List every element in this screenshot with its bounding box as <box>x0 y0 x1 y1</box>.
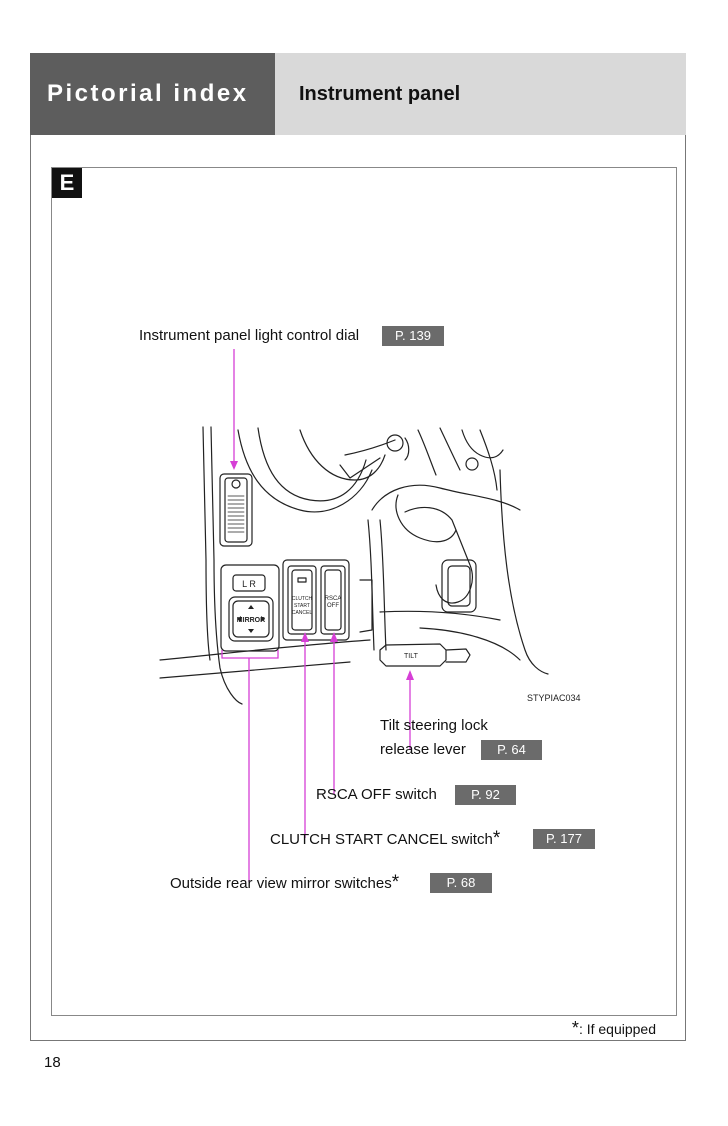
rsca-page-ref[interactable]: P. 92 <box>455 785 516 805</box>
footnote-text: : If equipped <box>578 1021 656 1037</box>
section-letter-tag: E <box>52 168 82 198</box>
clutch-switch-text-1: CLUTCH <box>292 596 313 602</box>
rsca-switch-text-1: RSCA <box>325 596 342 602</box>
mirror-asterisk: * <box>391 872 400 893</box>
section-header: Pictorial index <box>30 53 275 135</box>
footnote: *: If equipped <box>572 1018 656 1039</box>
mirror-label: MIRROR <box>237 617 265 624</box>
tilt-lever-page-ref[interactable]: P. 64 <box>481 740 542 760</box>
light-dial-page-ref[interactable]: P. 139 <box>382 326 444 346</box>
page-header: Instrument panel <box>275 53 686 135</box>
outer-frame <box>30 135 686 1041</box>
mirror-callout: Outside rear view mirror switches* <box>170 873 399 894</box>
illustration-frame <box>51 167 677 1016</box>
tilt-label: TILT <box>404 653 419 660</box>
clutch-switch-text-3: CANCEL <box>292 610 313 616</box>
clutch-switch-text-2: START <box>294 603 310 609</box>
tilt-lever-callout-line1: Tilt steering lock <box>380 717 488 734</box>
mirror-lr-label: L R <box>242 579 256 589</box>
clutch-callout-label: CLUTCH START CANCEL switch <box>270 831 493 848</box>
rsca-switch-text-2: OFF <box>327 603 339 609</box>
rsca-callout: RSCA OFF switch <box>316 786 437 803</box>
section-title: Pictorial index <box>47 80 249 107</box>
tilt-lever-callout-line2: release lever <box>380 741 466 758</box>
light-dial-callout: Instrument panel light control dial <box>139 327 360 344</box>
figure-code: STYPIAC034 <box>527 693 581 703</box>
footnote-asterisk: * <box>571 1018 579 1038</box>
mirror-bracket <box>221 650 279 659</box>
mirror-callout-label: Outside rear view mirror switches <box>170 875 392 892</box>
clutch-callout: CLUTCH START CANCEL switch* <box>270 829 500 850</box>
clutch-asterisk: * <box>492 828 501 849</box>
clutch-page-ref[interactable]: P. 177 <box>533 829 595 849</box>
page-title: Instrument panel <box>299 82 461 105</box>
page-number: 18 <box>44 1054 61 1071</box>
mirror-page-ref[interactable]: P. 68 <box>430 873 492 893</box>
